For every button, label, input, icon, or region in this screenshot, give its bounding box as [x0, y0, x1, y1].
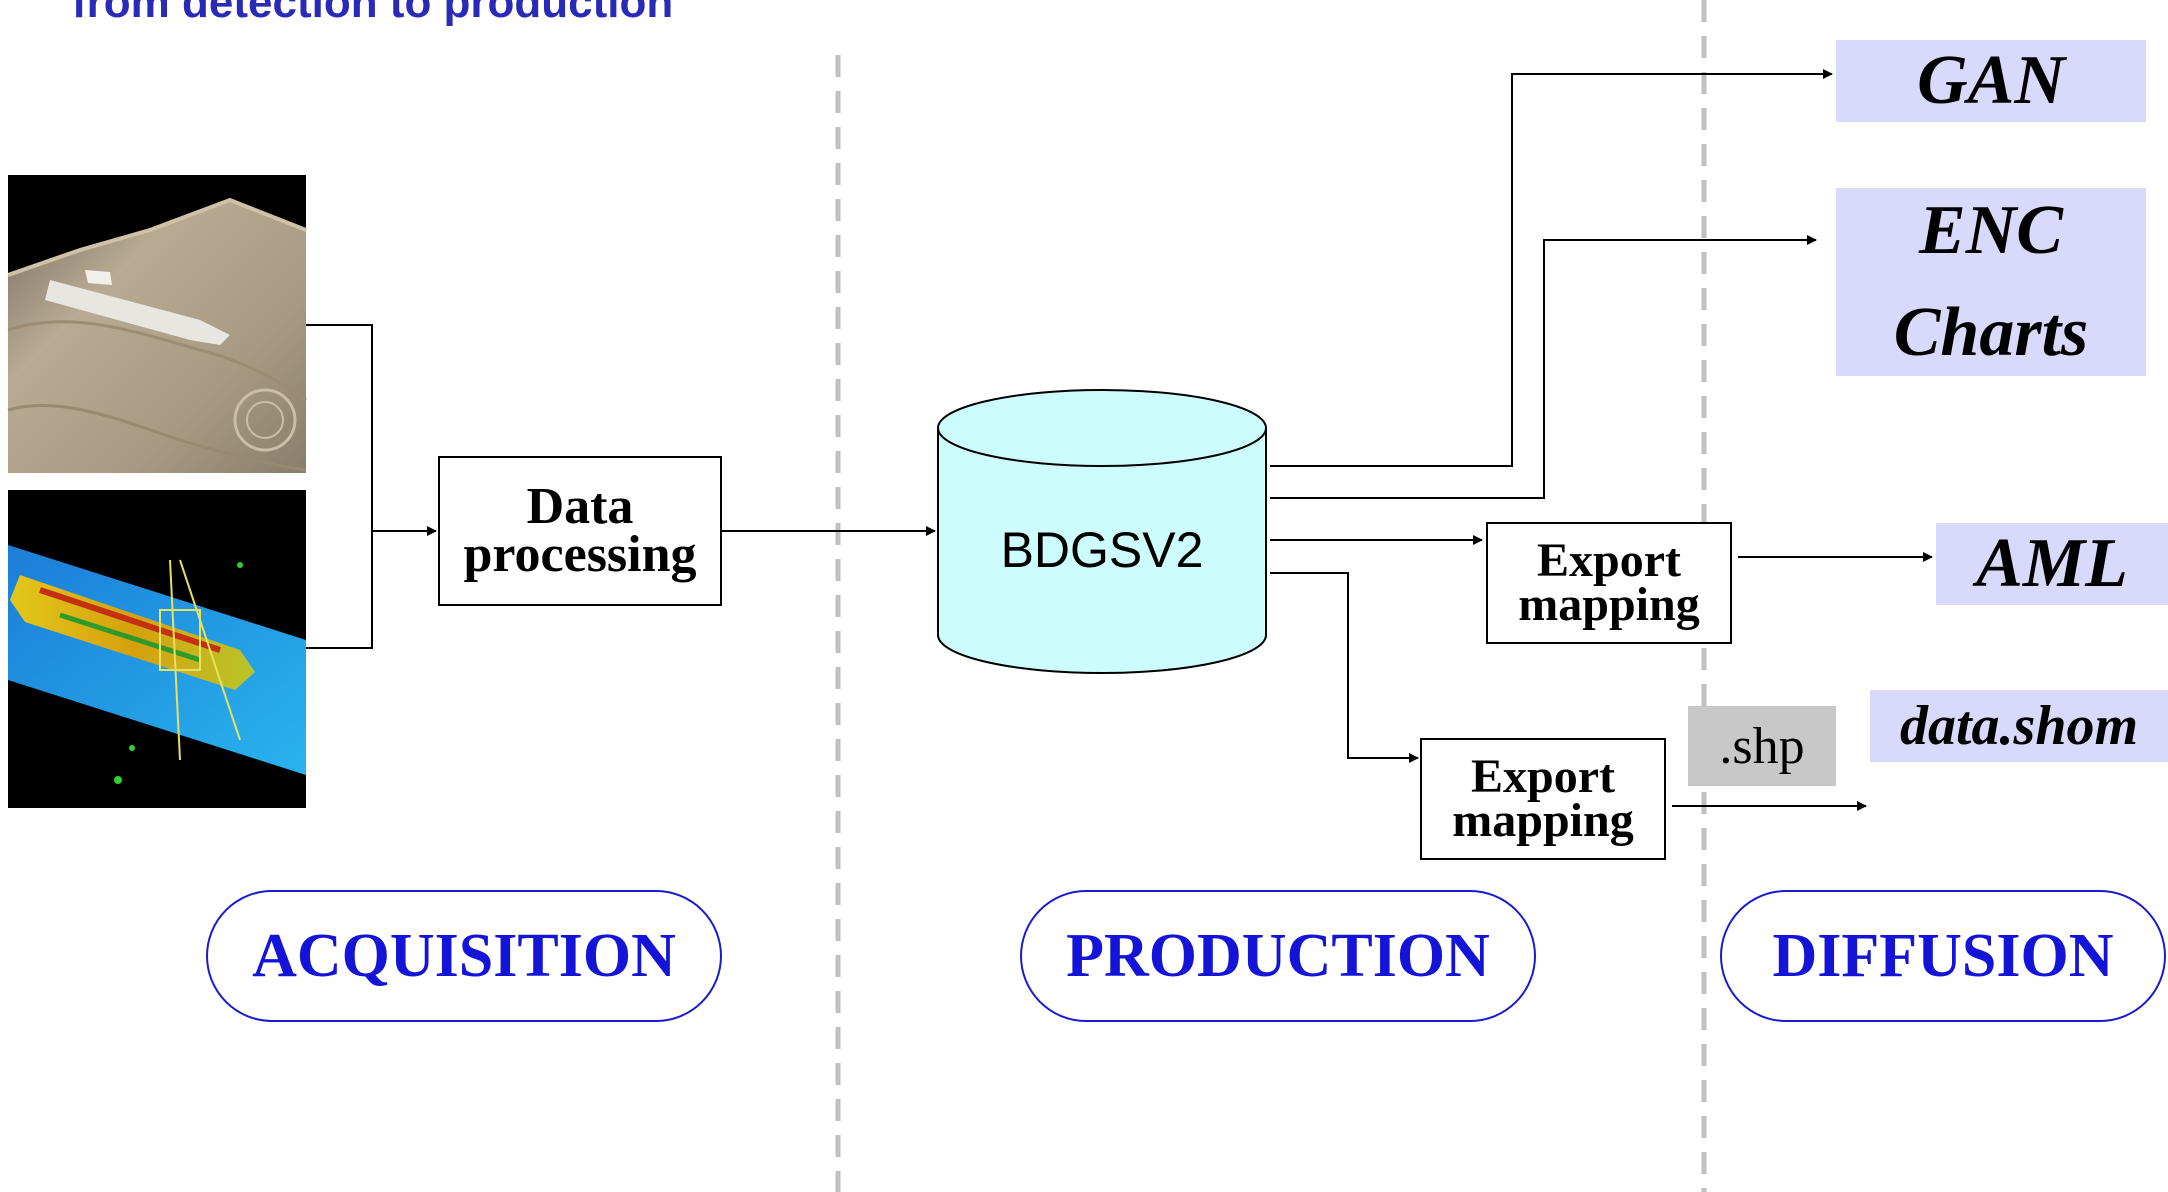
- output-datashom-label: data.shom: [1899, 695, 2139, 757]
- export-mapping-shp-line1: Export: [1471, 750, 1615, 803]
- output-enc-label: ENC: [1919, 192, 2063, 269]
- data-processing-line2: processing: [463, 526, 697, 583]
- wreck-sonar-image: [7, 175, 307, 473]
- export-mapping-shp-line2: mapping: [1452, 794, 1634, 847]
- output-charts-label: Charts: [1893, 294, 2089, 371]
- arrow-to-gan: [1270, 69, 1833, 467]
- export-mapping-box-shp: Export mapping: [1420, 738, 1666, 860]
- connector-images: [306, 324, 373, 649]
- data-processing-line1: Data: [526, 478, 634, 535]
- output-aml-label: AML: [1976, 525, 2128, 602]
- output-datashom: data.shom: [1870, 690, 2168, 762]
- wreck-multibeam-image: [8, 490, 306, 808]
- arrow-to-export2: [1270, 572, 1419, 763]
- data-processing-box: Data processing: [438, 456, 722, 606]
- export-mapping-aml-line2: mapping: [1518, 578, 1700, 631]
- database-cylinder: [937, 389, 1267, 674]
- arrow-to-enc: [1270, 235, 1817, 499]
- phase-diffusion: DIFFUSION: [1720, 890, 2166, 1022]
- output-gan: GAN: [1836, 40, 2146, 122]
- phase-acquisition: ACQUISITION: [206, 890, 722, 1022]
- phase-production: PRODUCTION: [1020, 890, 1536, 1022]
- output-aml: AML: [1936, 523, 2168, 605]
- database-label: BDGSV2: [1000, 522, 1204, 578]
- output-gan-label: GAN: [1917, 42, 2065, 119]
- export-mapping-box-aml: Export mapping: [1486, 522, 1732, 644]
- page-title: from detection to production: [72, 0, 674, 27]
- shp-format-badge: .shp: [1688, 706, 1836, 786]
- export-mapping-aml-line1: Export: [1537, 534, 1681, 587]
- output-enc-charts: ENC Charts: [1836, 188, 2146, 376]
